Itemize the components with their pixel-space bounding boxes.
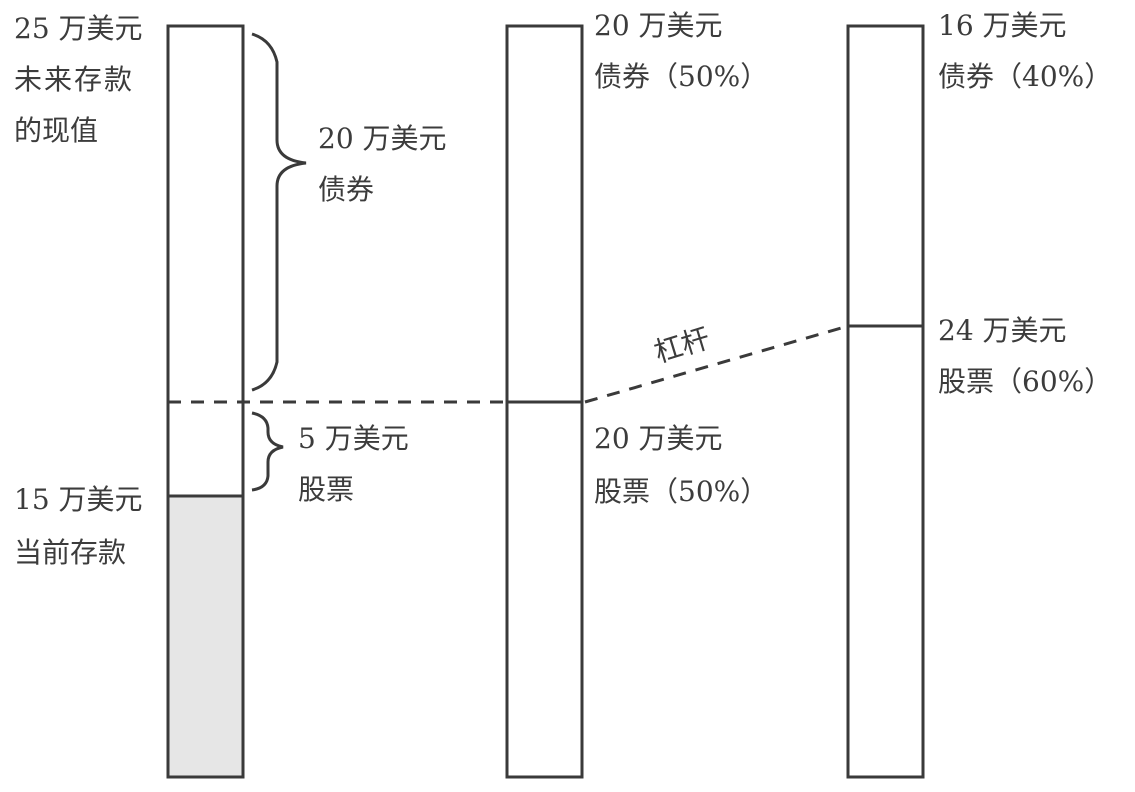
current-savings-block [168,496,243,777]
middle-stocks-desc-label: 股票（50%） [594,475,769,508]
right-stocks-desc-label: 股票（60%） [938,365,1113,398]
right-bonds-desc-label: 债券（40%） [938,60,1113,93]
current-savings-amount-label: 15 万美元 [14,483,143,516]
bonds-brace [251,32,307,392]
leverage-dashed-line [584,324,849,404]
middle-bonds-amount-label: 20 万美元 [594,9,723,42]
middle-bonds-desc-label: 债券（50%） [594,60,769,93]
future-pv-desc-line2: 的现值 [14,114,99,147]
brace-bonds-amount-label: 20 万美元 [318,122,447,155]
stocks-brace [251,411,284,492]
brace-stocks-desc-label: 股票 [298,473,355,506]
right-stocks-amount-label: 24 万美元 [938,314,1067,347]
right-column-bar [846,24,925,779]
brace-bonds-desc-label: 债券 [318,173,375,206]
current-savings-desc-label: 当前存款 [14,536,127,569]
future-pv-amount-label: 25 万美元 [14,12,143,45]
right-bonds-amount-label: 16 万美元 [938,9,1067,42]
future-pv-desc-line1: 未来存款 [14,63,135,96]
brace-stocks-amount-label: 5 万美元 [298,422,409,455]
middle-stocks-amount-label: 20 万美元 [594,422,723,455]
leverage-label: 杠杆 [650,321,713,369]
